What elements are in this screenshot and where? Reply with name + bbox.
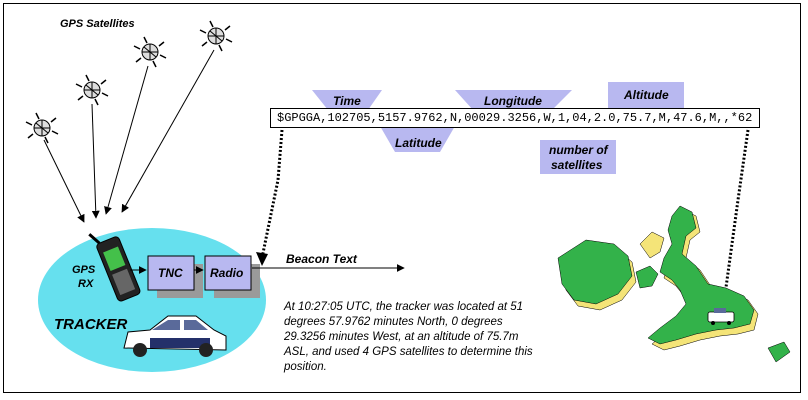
satellites-highlight [540,140,616,174]
number-of-satellites-label-line1: number of [549,143,608,157]
position-description: At 10:27:05 UTC, the tracker was located… [284,301,533,373]
altitude-label: Altitude [624,88,669,102]
gps-rx-label-line1: GPS [72,264,96,276]
beacon-text-label: Beacon Text [286,252,357,266]
dotted-arrow-to-tracker [260,129,284,259]
dotted-arrow-to-map [722,129,750,303]
latitude-label: Latitude [395,136,442,150]
diagram-frame [3,3,801,393]
gps-satellites-label: GPS Satellites [60,18,135,30]
car-icon [123,315,227,357]
tracker-area [38,228,266,372]
time-highlight [312,90,382,110]
altitude-highlight [608,82,684,108]
longitude-highlight [455,90,572,110]
signal-arrow [91,103,100,219]
radio-label: Radio [210,266,244,280]
signal-arrow [104,65,149,215]
signal-arrow [43,139,85,223]
uk-map [557,205,791,363]
time-label: Time [333,94,361,108]
gps-rx-label-line2: RX [78,278,94,290]
radio-box [204,255,252,291]
satellite-icon [199,20,233,52]
gps-receiver-icon [88,233,141,302]
tnc-box [147,255,195,291]
satellite-icon [75,74,109,106]
signal-arrow [121,49,215,213]
longitude-label: Longitude [484,94,542,108]
nmea-sentence: $GPGGA,102705,5157.9762,N,00029.3256,W,1… [270,108,760,128]
tracker-label: TRACKER [54,316,128,333]
satellite-icon [25,112,59,144]
map-car-icon [707,308,735,325]
number-of-satellites-label-line2: satellites [551,158,603,172]
latitude-highlight [380,126,455,152]
tnc-label: TNC [158,266,183,280]
satellite-icon [133,36,167,68]
